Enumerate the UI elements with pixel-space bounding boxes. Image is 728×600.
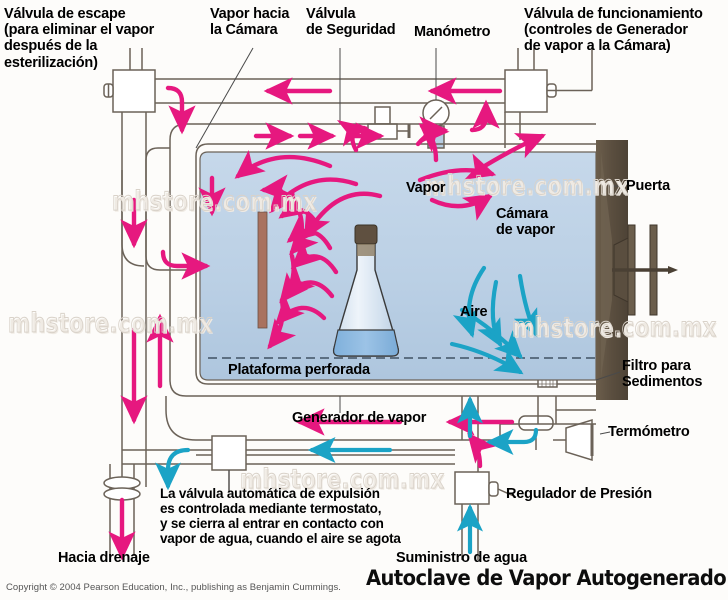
label-perforated-platform: Plataforma perforada [228,362,370,378]
label-manometer: Manómetro [414,24,491,40]
label-vapor: Vapor [406,180,446,196]
copyright-notice: Copyright © 2004 Pearson Education, Inc.… [6,582,341,593]
label-thermometer: Termómetro [608,424,690,440]
label-steam-chamber: Cámara de vapor [496,206,555,239]
label-auto-valve-note: La válvula automática de expulsión es co… [160,486,401,547]
label-door: Puerta [626,178,670,194]
label-pressure-regulator: Regulador de Presión [506,486,652,502]
heating-rod [257,211,268,329]
air-flow-arrows [154,265,539,555]
label-steam-generator: Generador de vapor [292,410,427,426]
leader-lines [195,47,622,492]
label-escape-valve: Válvula de escape (para eliminar el vapo… [4,6,155,71]
label-water-supply: Suministro de agua [396,550,527,566]
steam-flow-arrows [108,77,547,561]
door-assembly [596,140,678,400]
label-air: Aire [460,304,488,320]
label-vapor-to-chamber: Vapor hacia la Cámara [210,6,290,39]
label-to-drain: Hacia drenaje [58,550,150,566]
label-operating-valve: Válvula de funcionamiento (controles de … [524,6,703,55]
label-safety-valve: Válvula de Seguridad [306,6,396,39]
label-sediment-filter: Filtro para Sedimentos [622,358,703,391]
erlenmeyer-flask [332,224,400,357]
pipe-network [103,47,596,560]
diagram-title: Autoclave de Vapor Autogenerado [366,566,727,590]
